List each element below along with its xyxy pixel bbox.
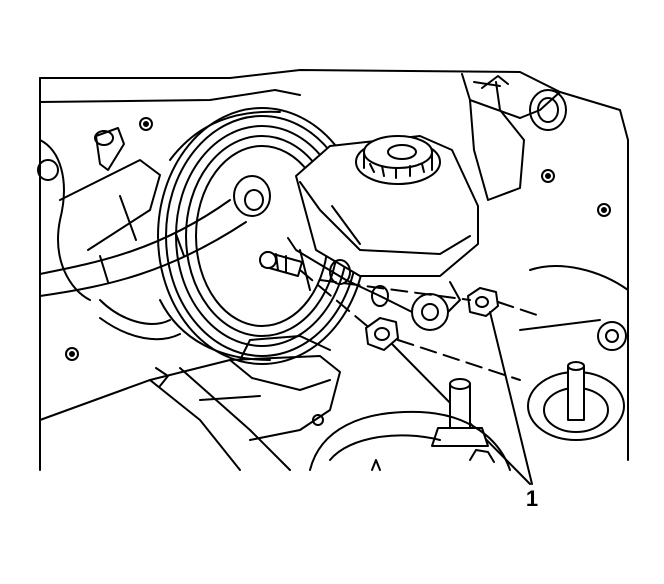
lower-bracket: [40, 300, 340, 470]
removal-path-lines: [300, 270, 540, 380]
left-structure: [38, 140, 160, 300]
reservoir-cap: [356, 136, 440, 184]
callout-number-1: 1: [526, 486, 538, 511]
mounting-nut-right: [468, 288, 498, 316]
strut-tower-mount: [520, 266, 628, 440]
mounting-nut-left: [366, 318, 398, 350]
upper-right-bracket: [462, 74, 566, 200]
mounting-stud-upper: [260, 252, 302, 276]
lower-housing: [310, 412, 510, 470]
stud-bolt-upper-left: [95, 128, 124, 170]
vacuum-hose: [40, 176, 270, 296]
lower-bolt: [432, 379, 488, 446]
